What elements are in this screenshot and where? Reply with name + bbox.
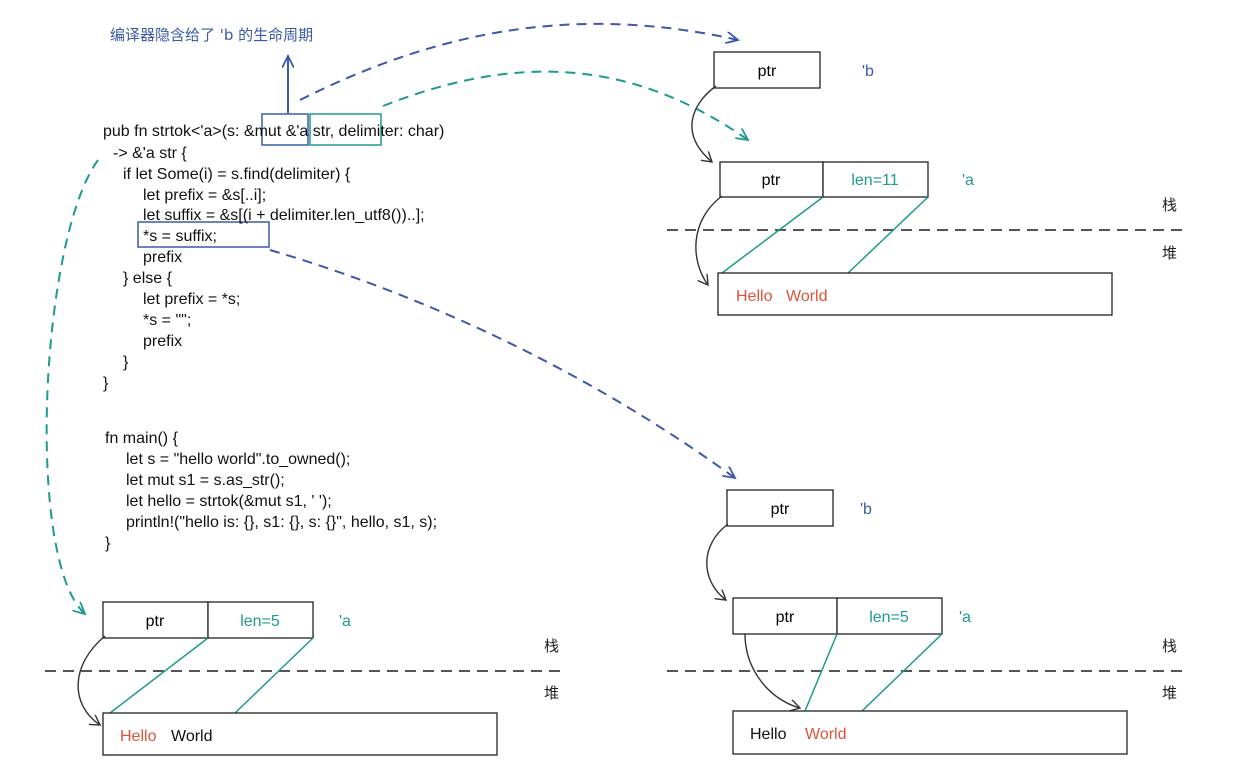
code-line: let prefix = *s; — [143, 291, 240, 308]
main-code: fn main() { let s = "hello world".to_own… — [105, 430, 437, 552]
code-line: let mut s1 = s.as_str(); — [126, 472, 285, 489]
heap-world: World — [805, 726, 847, 743]
stack-label: 栈 — [1162, 196, 1177, 214]
mut-ref-connector — [299, 22, 738, 101]
code-line: let hello = strtok(&mut s1, ' '); — [126, 493, 332, 510]
main-state-connector — [45, 159, 99, 614]
code-line: *s = suffix; — [143, 228, 217, 245]
heap-label: 堆 — [544, 684, 559, 702]
code-line: let suffix = &s[(i + delimiter.len_utf8(… — [143, 207, 425, 224]
code-line: pub fn strtok<'a>(s: &mut &'a str, delim… — [103, 123, 444, 140]
lifetime-b-label: 'b — [862, 63, 874, 80]
suffix-connector — [269, 249, 735, 478]
code-line: } — [105, 535, 111, 552]
heap-world: World — [786, 288, 828, 305]
stack-label: 栈 — [544, 637, 559, 655]
len-label: len=5 — [240, 613, 280, 630]
mut-ref-highlight — [261, 113, 309, 146]
stack-label: 栈 — [1162, 637, 1177, 655]
len-label: len=5 — [869, 609, 909, 626]
state-before-return: ptr 'b ptr len=11 'a 栈 堆 Hello World — [667, 51, 1182, 316]
heap-label: 堆 — [1162, 684, 1177, 702]
state-after-assign: ptr 'b ptr len=5 'a 栈 堆 Hello World — [667, 489, 1182, 755]
code-line: prefix — [143, 333, 182, 350]
code-line: fn main() { — [105, 430, 179, 447]
lifetime-a-label: 'a — [339, 613, 351, 630]
str-ref-connector — [382, 70, 748, 140]
lifetime-b-label: 'b — [860, 501, 872, 518]
code-line: println!("hello is: {}, s1: {}, s: {}", … — [126, 514, 437, 531]
code-line: -> &'a str { — [113, 145, 187, 162]
len-label: len=11 — [851, 172, 898, 189]
ptr-label: ptr — [146, 613, 165, 630]
state-in-main: ptr len=5 'a 栈 堆 Hello World — [45, 601, 560, 756]
ptr-label: ptr — [758, 63, 777, 80]
strtok-code: pub fn strtok<'a>(s: &mut &'a str, delim… — [103, 123, 444, 392]
code-line: if let Some(i) = s.find(delimiter) { — [123, 166, 351, 183]
ptr-label: ptr — [762, 172, 781, 189]
code-line: *s = ""; — [143, 312, 191, 329]
ptr-label: ptr — [776, 609, 795, 626]
heap-label: 堆 — [1162, 244, 1177, 262]
heap-hello: Hello — [750, 726, 787, 743]
code-line: } else { — [123, 270, 173, 287]
code-line: prefix — [143, 249, 182, 266]
heap-hello: Hello — [120, 728, 157, 745]
heap-world: World — [171, 728, 213, 745]
code-line: } — [103, 375, 109, 392]
assign-suffix-highlight — [137, 221, 270, 248]
lifetime-a-label: 'a — [962, 172, 974, 189]
ptr-label: ptr — [771, 501, 790, 518]
compiler-annotation: 编译器隐含给了 'b 的生命周期 — [110, 26, 313, 44]
str-ref-highlight — [309, 113, 382, 146]
lifetime-a-label: 'a — [959, 609, 971, 626]
code-line: } — [123, 354, 129, 371]
code-line: let s = "hello world".to_owned(); — [126, 451, 350, 468]
heap-hello: Hello — [736, 288, 773, 305]
code-line: let prefix = &s[..i]; — [143, 187, 266, 204]
